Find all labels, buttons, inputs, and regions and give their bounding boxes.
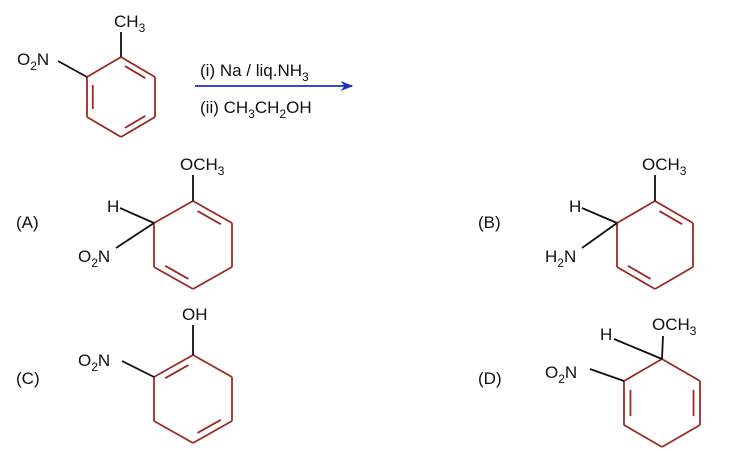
option-c-ring-bond	[192, 420, 233, 444]
option-a-ring-bond	[153, 266, 194, 290]
option-b-ring-bond	[654, 200, 694, 224]
option-c-ring-bond	[153, 420, 194, 444]
reactant-ring-bond	[120, 116, 156, 138]
reactant-ring-bond	[120, 56, 156, 78]
option-d-ring-bond	[623, 358, 663, 382]
option-a-double-bond	[197, 210, 222, 225]
option-d-substituent-bond	[613, 338, 663, 360]
option-d-ring-bond	[661, 424, 701, 448]
option-c-substituent-bond	[121, 360, 155, 378]
option-a-ring-bond	[153, 200, 194, 224]
option-b-hydrogen: H	[569, 197, 581, 216]
reactant-double-bond	[124, 115, 146, 129]
ring-layer	[86, 56, 701, 448]
option-b-substituent-bond	[581, 222, 618, 249]
option-b-amino: H2N	[545, 247, 576, 270]
option-d-substituent-bond	[661, 335, 664, 360]
option-d-ring-bond	[623, 424, 663, 448]
option-b-ring-bond	[654, 266, 694, 290]
reactant-substituent-bond	[57, 60, 88, 78]
option-a-double-bond	[164, 265, 189, 280]
option-c-ring-bond	[192, 354, 233, 378]
option-d-methoxy: OCH3	[652, 315, 697, 338]
option-c-double-bond	[197, 419, 222, 434]
option-d-nitro: O2N	[545, 363, 577, 386]
option-d-label: (D)	[478, 369, 502, 388]
reactant-ring-bond	[86, 116, 122, 138]
reagent-step-1: (i) Na / liq.NH3	[200, 61, 309, 84]
option-b-methoxy: OCH3	[642, 155, 687, 178]
option-c-hydroxyl: OH	[182, 305, 208, 324]
reagent-step-2: (ii) CH3CH2OH	[200, 98, 312, 121]
option-d-hydrogen: H	[600, 325, 612, 344]
reactant-ring-bond	[86, 56, 122, 78]
option-a-label: (A)	[16, 213, 39, 232]
option-d-ring-bond	[661, 358, 701, 382]
option-a-substituent-bond	[119, 207, 155, 224]
option-a-ring-bond	[192, 200, 233, 224]
option-c-nitro: O2N	[78, 351, 110, 374]
option-c-label: (C)	[16, 369, 40, 388]
bond-layer	[57, 32, 664, 382]
option-a-substituent-bond	[115, 222, 155, 249]
option-a-nitro: O2N	[78, 247, 110, 270]
reactant-methyl-label: CH3	[114, 12, 146, 35]
option-b-label: (B)	[478, 213, 501, 232]
reactant-nitro-label: O2N	[17, 50, 49, 73]
option-b-ring-bond	[616, 266, 656, 290]
option-c-double-bond	[164, 364, 189, 379]
option-b-double-bond	[658, 210, 683, 225]
option-a-methoxy: OCH3	[180, 155, 225, 178]
option-b-double-bond	[627, 265, 652, 280]
option-d-substituent-bond	[589, 368, 625, 382]
option-b-substituent-bond	[581, 207, 618, 224]
option-c-ring-bond	[153, 354, 194, 378]
option-a-hydrogen: H	[107, 197, 119, 216]
option-b-ring-bond	[616, 200, 656, 224]
reactant-double-bond	[124, 65, 146, 79]
option-a-ring-bond	[192, 266, 233, 290]
